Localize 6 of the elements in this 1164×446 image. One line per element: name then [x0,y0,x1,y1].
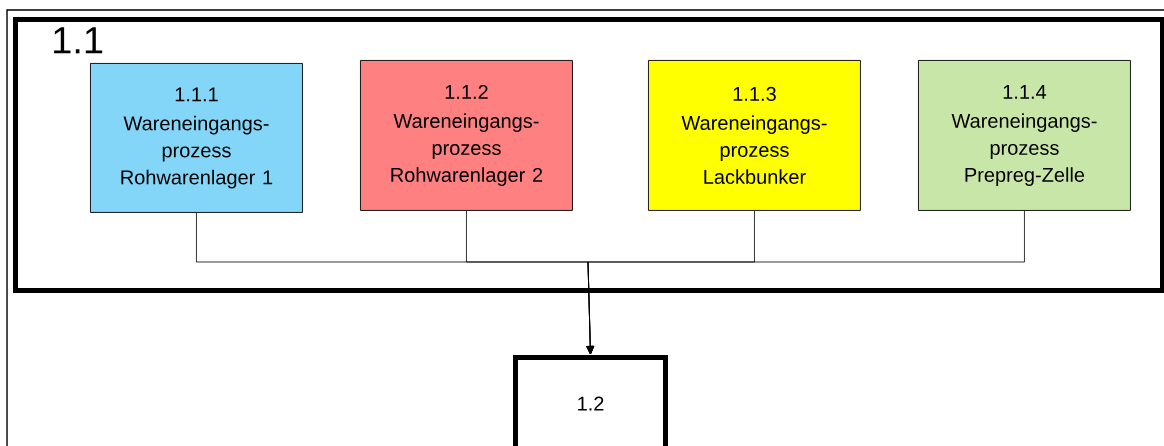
process-box: 1.1.1 Wareneingangs- prozess Rohwarenlager 1 [90,63,303,213]
process-box: 1.2 [513,355,668,446]
arrow [586,210,1025,355]
process-box: 1.1.2 Wareneingangs- prozess Rohwarenlager 2 [360,60,573,211]
process-box: 1.1.4 Wareneingangs- prozess Prepreg-Zelle [918,60,1131,211]
process-box: 1.1.3 Wareneingangs- prozess Lackbunker [648,60,861,211]
